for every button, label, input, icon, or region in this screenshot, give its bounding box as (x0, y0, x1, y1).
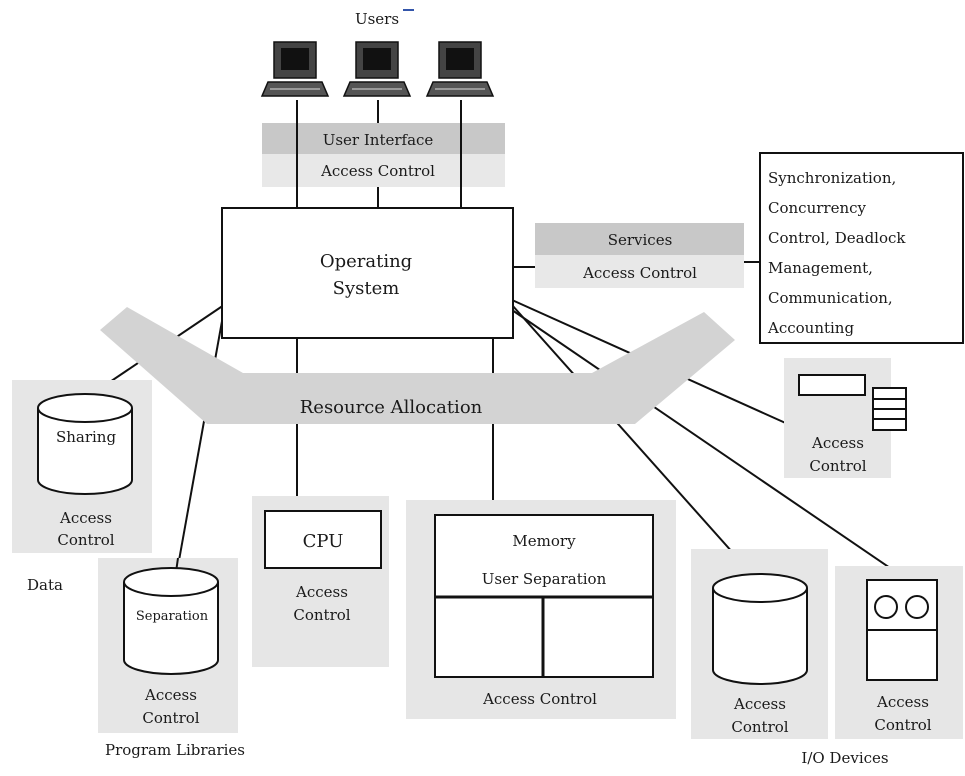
os-label-line1: Operating (320, 251, 412, 272)
library-cylinder-icon (123, 567, 219, 675)
printer-panel: Access Control (784, 358, 907, 478)
line-os-disk (511, 304, 751, 573)
disk-access-line1: Access (733, 695, 786, 713)
program-libraries-caption: Program Libraries (105, 741, 245, 759)
ui-access-control: Access Control (320, 162, 435, 180)
services-title-bg (535, 223, 744, 255)
disk-access-line2: Control (731, 718, 788, 736)
tape-drive-icon (866, 579, 938, 681)
printer-access-line1: Access (811, 434, 864, 452)
services-detail-3: Control, Deadlock (768, 229, 906, 247)
services-detail-4: Management, (768, 259, 873, 277)
data-panel: Sharing Access Control (12, 380, 152, 553)
cpu-panel: CPU Access Control (252, 496, 389, 667)
data-cylinder-label: Sharing (56, 428, 117, 446)
services-detail-1: Synchronization, (768, 169, 896, 187)
printer-icon (798, 374, 907, 431)
memory-line1: Memory (512, 532, 576, 550)
services-detail-6: Accounting (767, 319, 854, 337)
cpu-access-line2: Control (293, 606, 350, 624)
library-cylinder-label: Separation (136, 609, 209, 624)
line-os-tape (511, 309, 894, 571)
services-panel: Services Access Control (535, 223, 744, 288)
cpu-access-line1: Access (295, 583, 348, 601)
io-devices-caption: I/O Devices (801, 749, 888, 767)
line-os-libraries (177, 309, 225, 567)
memory-line2: User Separation (482, 570, 607, 588)
operating-system-box (221, 207, 514, 339)
disk-panel: Access Control (691, 549, 828, 739)
tape-drive-panel: Access Control (835, 566, 963, 739)
services-details-box (759, 152, 964, 344)
data-access-line1: Access (59, 509, 112, 527)
services-access-control: Access Control (582, 264, 697, 282)
tape-access-line2: Control (874, 716, 931, 734)
memory-access-control: Access Control (482, 690, 597, 708)
tape-access-line1: Access (876, 693, 929, 711)
data-caption: Data (27, 576, 63, 594)
cpu-label: CPU (303, 531, 344, 552)
services-detail-2: Concurrency (768, 199, 867, 217)
user-terminal-3-icon (425, 41, 495, 97)
memory-panel: Memory User Separation Access Control (406, 500, 676, 719)
services-sub-bg (535, 255, 744, 288)
services-detail-5: Communication, (768, 289, 893, 307)
users-label: Users (355, 10, 399, 28)
printer-access-line2: Control (809, 457, 866, 475)
disk-cylinder-icon (712, 573, 808, 685)
resource-allocation-band (100, 307, 735, 424)
data-access-line2: Control (57, 531, 114, 549)
resource-allocation-label: Resource Allocation (300, 397, 483, 418)
user-interface-panel: User Interface Access Control (262, 123, 505, 187)
services-details-list: Synchronization, Concurrency Control, De… (767, 169, 906, 337)
services-title: Services (608, 231, 673, 249)
cpu-chip-icon (264, 510, 382, 569)
library-access-line2: Control (142, 709, 199, 727)
user-terminal-2-icon (342, 41, 412, 97)
database-cylinder-icon (37, 393, 133, 495)
os-label-line2: System (333, 278, 400, 299)
user-terminal-1-icon (260, 41, 330, 97)
library-access-line1: Access (144, 686, 197, 704)
program-libraries-panel: Separation Access Control (98, 557, 238, 733)
ui-title: User Interface (323, 131, 434, 149)
